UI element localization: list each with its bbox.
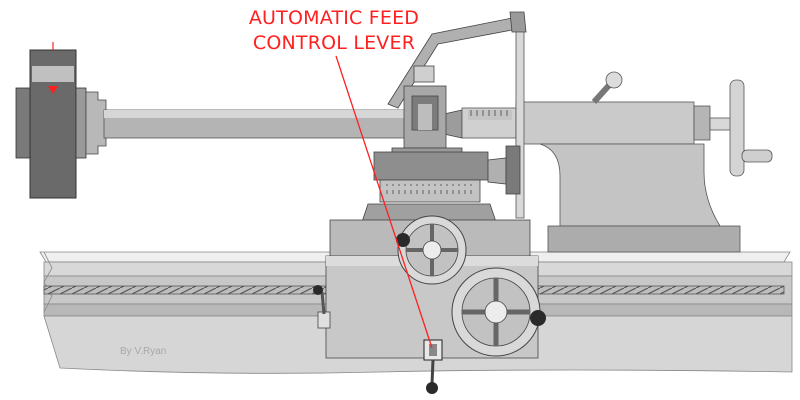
callout-line-2: CONTROL LEVER <box>252 32 416 54</box>
chuck <box>15 42 107 199</box>
callout-line-1: AUTOMATIC FEED <box>248 7 420 29</box>
automatic-feed-control-lever[interactable] <box>423 339 443 394</box>
lead-screw-lever[interactable] <box>313 285 331 329</box>
tailstock <box>443 71 773 253</box>
cross-slide-handwheel[interactable] <box>396 215 467 285</box>
workpiece <box>103 109 417 139</box>
compound-slide <box>361 145 521 223</box>
author-credit: By V.Ryan <box>120 346 167 357</box>
callout-pointer-line <box>335 55 433 349</box>
carriage-handwheel[interactable] <box>451 267 546 357</box>
callout-label: AUTOMATIC FEED CONTROL LEVER <box>224 6 444 56</box>
tool-post-frame <box>387 11 527 219</box>
